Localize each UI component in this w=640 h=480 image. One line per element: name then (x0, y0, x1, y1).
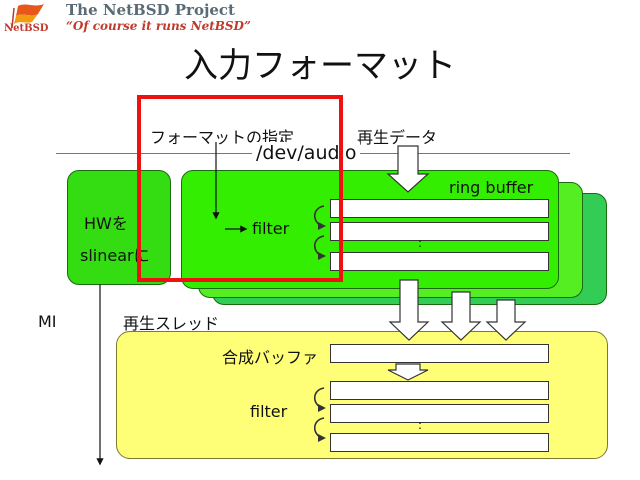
filter-label-top: filter (252, 219, 290, 238)
mix-ellipsis: : (418, 418, 423, 432)
hw-label-line1: HWを (84, 214, 128, 233)
logo-text: NetBSD (4, 23, 49, 32)
hw-conversion-box (67, 170, 171, 285)
brand-slogan: “Of course it runs NetBSD” (66, 19, 251, 33)
ring-buffer-slot (330, 222, 549, 241)
hw-label-line2: slinearに (80, 246, 150, 265)
mix-filter-slot (330, 381, 549, 400)
mix-filter-slot (330, 433, 549, 452)
netbsd-flag-icon: NetBSD (4, 4, 49, 34)
mix-buffer-label: 合成バッファ (222, 348, 319, 367)
ring-buffer-label: ring buffer (449, 178, 534, 197)
mix-to-filter-arrow (387, 363, 429, 381)
playback-data-arrow (386, 145, 430, 193)
mix-filter-slot (330, 404, 549, 423)
ring-buffer-ellipsis: : (418, 236, 423, 250)
brand-name: The NetBSD Project (66, 1, 235, 19)
dev-audio-label: /dev/audio (252, 142, 361, 164)
buffer-to-mix-arrow-3 (485, 299, 527, 341)
buffer-to-mix-arrow (388, 279, 430, 341)
format-spec-highlight (137, 95, 343, 282)
ring-buffer-slot (330, 199, 549, 218)
slide-title: 入力フォーマット (184, 46, 456, 86)
playback-thread-label: 再生スレッド (123, 314, 220, 333)
mix-buffer-slot (330, 344, 549, 363)
buffer-to-mix-arrow-2 (440, 291, 482, 341)
netbsd-logo: NetBSD (4, 2, 62, 34)
ring-buffer-slot (330, 252, 549, 271)
filter-label-bottom: filter (250, 402, 288, 421)
mi-label: MI (38, 312, 57, 331)
playback-data-label: 再生データ (357, 128, 438, 147)
